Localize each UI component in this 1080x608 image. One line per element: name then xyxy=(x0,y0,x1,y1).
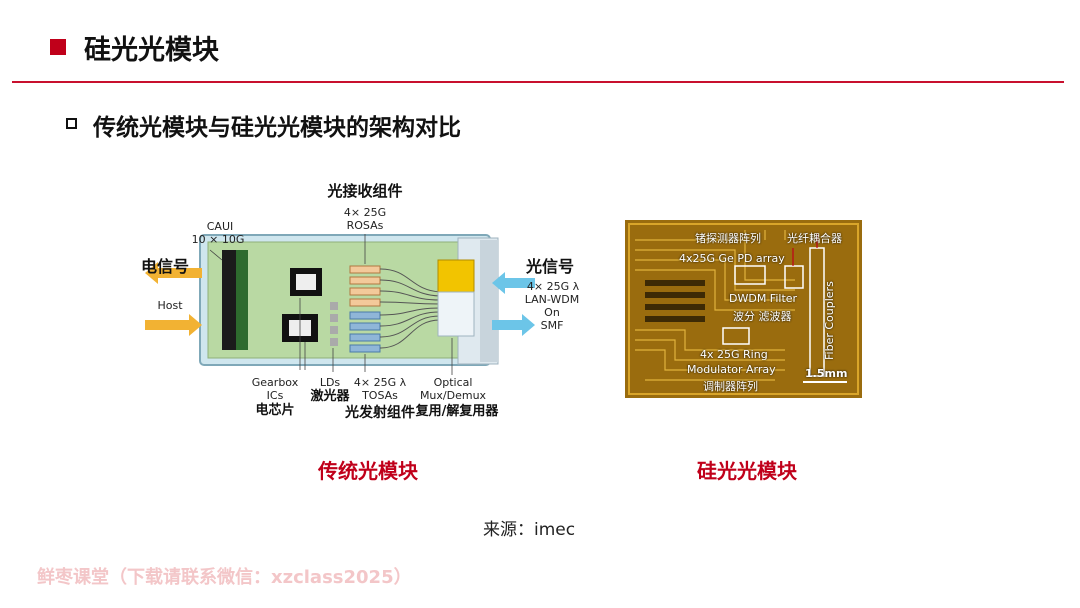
ics-label: ICs xyxy=(266,389,284,402)
scale-bar-label: 1.5mm xyxy=(805,367,848,380)
fiber-couplers-label: Fiber Couplers xyxy=(823,281,836,360)
modulator-cn-label: 调制器阵列 xyxy=(703,380,758,393)
tosa-cn-label: 光发射组件 xyxy=(345,405,415,421)
chip-cn-label: 电芯片 xyxy=(255,403,295,418)
page-title: 硅光光模块 xyxy=(84,35,219,66)
mux-label: Mux/Demux xyxy=(419,389,487,402)
modulator-en-label: Modulator Array xyxy=(687,363,776,376)
mux-cn-label: 复用/解复用器 xyxy=(415,404,499,419)
rosa-name-label: ROSAs xyxy=(346,219,384,232)
title-divider xyxy=(12,81,1064,83)
electrical-signal-label: 电信号 xyxy=(140,257,189,276)
caui-label: CAUI xyxy=(206,220,234,233)
ring-en-label: 4x 25G Ring xyxy=(700,348,768,361)
rosa-title-label: 光接收组件 xyxy=(327,182,403,200)
traditional-module-caption: 传统光模块 xyxy=(318,459,418,483)
wdm-smf-label: SMF xyxy=(540,319,564,332)
traditional-module-diagram: CAUI 10 × 10G 电信号 Host 光接收组件 4× 25G ROSA… xyxy=(140,180,600,430)
silicon-photonics-chip: 锗探测器阵列 光纤耦合器 4x25G Ge PD array DWDM Filt… xyxy=(625,220,862,398)
bullet-square-icon xyxy=(66,118,77,129)
optical-title-label: Optical xyxy=(433,376,473,389)
wdm-on-label: On xyxy=(544,306,560,319)
section-subtitle: 传统光模块与硅光光模块的架构对比 xyxy=(93,115,461,141)
source-note: 来源：imec xyxy=(483,520,576,540)
coupler-cn-label: 光纤耦合器 xyxy=(787,232,842,245)
pd-cn-label: 锗探测器阵列 xyxy=(695,232,761,245)
dwdm-en-label: DWDM Filter xyxy=(729,292,798,305)
wdm-rate-label: 4× 25G λ xyxy=(526,280,580,293)
rosa-rate-label: 4× 25G xyxy=(343,206,387,219)
optical-signal-label: 光信号 xyxy=(525,257,574,276)
watermark-text: 鲜枣课堂（下载请联系微信：xzclass2025） xyxy=(37,567,412,588)
caui-rate-label: 10 × 10G xyxy=(191,233,245,246)
lds-label: LDs xyxy=(319,376,341,389)
gearbox-label: Gearbox xyxy=(251,376,299,389)
chip-traces xyxy=(625,220,862,398)
tosa-name-label: TOSAs xyxy=(362,389,398,402)
dwdm-cn-label: 波分 滤波器 xyxy=(733,310,792,323)
title-marker xyxy=(50,39,66,55)
traditional-module-drawing xyxy=(145,234,535,375)
host-label: Host xyxy=(157,299,183,312)
laser-cn-label: 激光器 xyxy=(310,389,350,404)
pd-en-label: 4x25G Ge PD array xyxy=(679,252,785,265)
silicon-module-caption: 硅光光模块 xyxy=(697,459,797,483)
wdm-name-label: LAN-WDM xyxy=(524,293,580,306)
tosa-rate-label: 4× 25G λ xyxy=(353,376,407,389)
